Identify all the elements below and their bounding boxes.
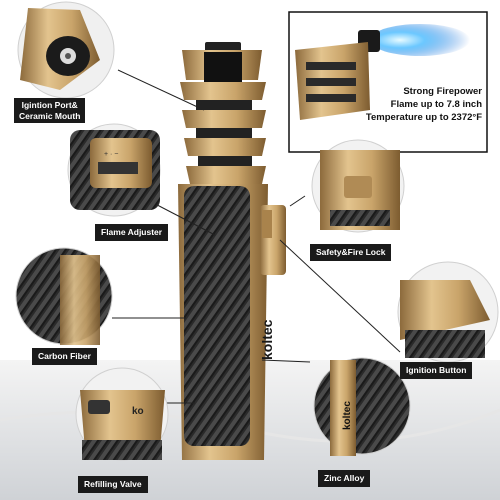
safety-lock-detail [311,139,405,233]
svg-text:+ · −: + · − [104,151,118,158]
label-carbon-fiber: Carbon Fiber [32,348,97,365]
feature-line-3: Temperature up to 2372°F [365,111,482,123]
carbon-panel [184,186,250,446]
ignition-button-detail [397,261,499,363]
refilling-valve-detail: ko [75,367,169,461]
ignition-port-detail [17,1,115,99]
label-flame-adjuster: Flame Adjuster [95,224,169,241]
flame-icon [370,24,470,56]
svg-text:ko: ko [132,406,144,417]
lighter-main: koltec [178,42,286,460]
flame-detail-box [288,11,488,153]
feature-text: Strong Firepower Flame up to 7.8 inch Te… [338,86,482,124]
cooling-fins [180,82,266,184]
label-zinc-alloy: Zinc Alloy [318,470,371,487]
feature-line-2: Flame up to 7.8 inch [390,98,482,110]
svg-text:koltec: koltec [342,401,353,430]
flame-adjuster-detail: + · − [67,123,161,217]
label-safety-lock: Safety&Fire Lock [310,244,392,261]
label-refilling-valve: Refilling Valve [78,476,148,493]
callout-lines [112,69,401,404]
brand-logo: koltec [259,319,275,360]
feature-line-1: Strong Firepower [403,86,482,97]
label-ignition-button: Ignition Button [400,362,473,379]
carbon-fiber-detail [15,247,113,345]
zinc-alloy-detail: koltec [313,357,411,456]
label-ignition-port: Igintion Port& Ceramic Mouth [14,98,86,124]
